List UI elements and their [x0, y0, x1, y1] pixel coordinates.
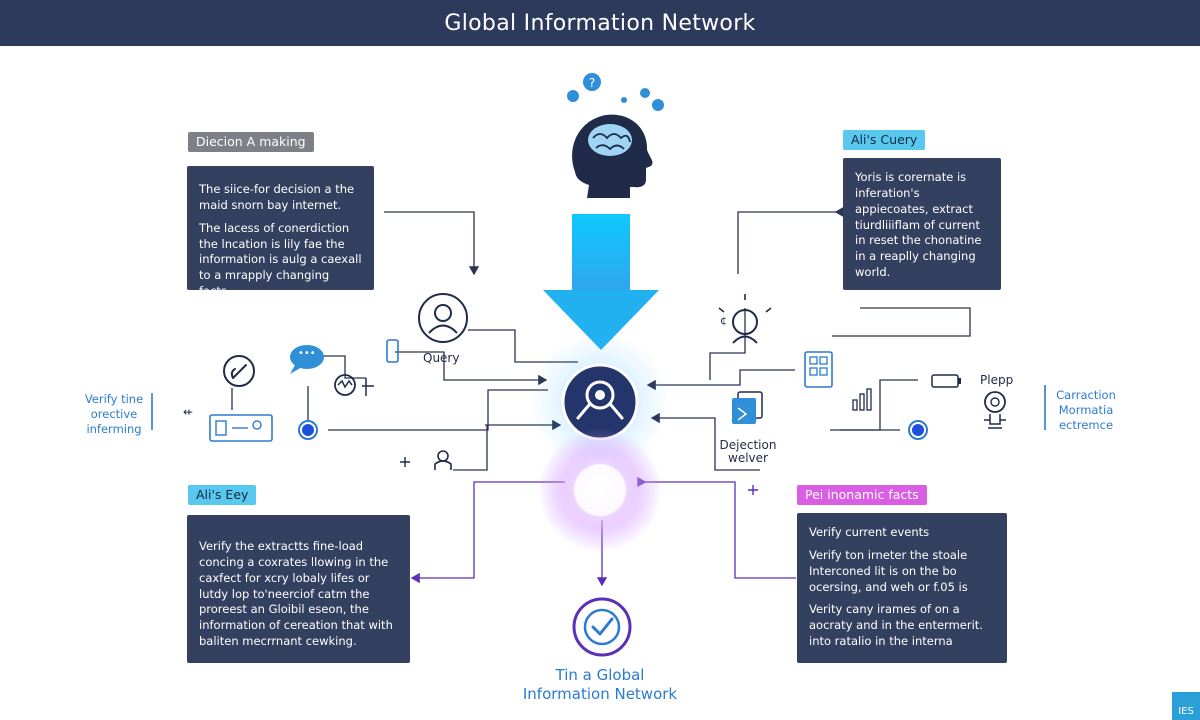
arrow-glyph: ⇷: [183, 405, 193, 419]
tag-ai-key: Ali's Eey: [188, 485, 257, 505]
connector-facts: [637, 476, 796, 579]
connector-chat: [310, 355, 366, 379]
server-icon: [804, 351, 833, 388]
bottom-title: Tin a Global Information Network: [480, 666, 720, 704]
panel-decision-text-2: The lacess of conerdiction the lncation …: [199, 220, 362, 299]
panel-query-text-1: Yoris is corernate is inferation's appie…: [855, 170, 982, 280]
chat-dots-text: •••: [298, 348, 316, 359]
svg-text:¢: ¢: [720, 314, 727, 327]
lightbulb-icon: [984, 391, 1006, 429]
bottom-title-line-1: Tin a Global: [555, 666, 645, 684]
label-query: Query: [423, 351, 460, 365]
connector-query: [737, 206, 844, 274]
connector-decision: [384, 211, 480, 276]
connector-query-label: [395, 351, 548, 386]
bar-chart-icon: [852, 388, 872, 411]
phone-circle-icon[interactable]: [223, 355, 255, 387]
tag-decision-making: Diecion A making: [188, 132, 314, 152]
svg-text:?: ?: [589, 76, 595, 90]
tag-dynamic-facts: Pei inonamic facts: [797, 485, 927, 505]
label-detection: Dejection welver: [708, 438, 788, 466]
id-card-icon: [209, 414, 273, 442]
label-verify-line-1: Verify tine: [84, 392, 144, 406]
label-verify-line-2: orective: [90, 406, 138, 421]
panel-ai-key: Verify the extractts fine-load concing a…: [187, 515, 410, 663]
label-correction-line-1: Carraction: [1056, 388, 1116, 402]
panel-decision-text-1: The siice-for decision a the maid snorn …: [199, 182, 355, 212]
connector-right-top: [646, 369, 795, 391]
panel-facts-text-2: Verify ton irneter the stoale Interconed…: [809, 547, 968, 594]
bottom-title-line-2: Information Network: [522, 684, 678, 703]
label-verify-left: Verify tine orective inferming: [76, 392, 152, 437]
panel-key-text-1: Verify the extractts fine-load concing a…: [199, 539, 393, 649]
label-verify-line-3: inferming: [86, 421, 142, 436]
label-detection-line-1: Dejection: [719, 438, 777, 452]
chat-dots-icon[interactable]: [290, 345, 324, 374]
lightbulb-user-icon: ¢: [718, 294, 772, 344]
user-circle-icon[interactable]: [418, 293, 468, 343]
mobile-icon: [386, 339, 399, 363]
node-dot-right: [908, 420, 928, 440]
label-correction-line-3: ectremce: [1058, 417, 1114, 432]
label-correction-line-2: Mormatia: [1058, 402, 1114, 417]
battery-icon: [931, 374, 961, 388]
connector-left-dot: [328, 389, 548, 431]
label-plepp: Plepp: [980, 373, 1014, 387]
brain-head-icon: [572, 114, 653, 198]
connector-lines: [231, 206, 971, 471]
panel-ai-query: Yoris is corernate is inferation's appie…: [843, 158, 1001, 290]
label-detection-line-2: welver: [728, 451, 768, 466]
gear-icon: [334, 374, 374, 396]
panel-decision-making: The siice-for decision a the maid snorn …: [187, 166, 374, 298]
check-badge-icon[interactable]: [572, 597, 632, 657]
question-bubble-icon: ?: [567, 73, 664, 111]
page-title: Global Information Network: [0, 0, 1200, 46]
document-stack-icon: [732, 391, 763, 424]
panel-facts-text-1: Verify current events: [809, 525, 930, 539]
panel-dynamic-facts: Verify current events Verify ton irneter…: [797, 513, 1007, 663]
person-plus-icon: [400, 450, 452, 470]
connector-person: [453, 425, 488, 471]
node-dot-left: [298, 420, 318, 440]
connector-battery: [830, 379, 918, 431]
label-correction: Carraction Mormatia ectremce: [1048, 388, 1124, 433]
panel-facts-text-3: Verity cany irames of on a aocraty and i…: [809, 602, 983, 649]
glow-orb-core: [574, 464, 626, 516]
corner-badge: IES: [1172, 692, 1200, 720]
connector-right-mid: [650, 412, 760, 471]
plus-icon: [748, 485, 758, 495]
connector-right-frame: [832, 307, 971, 337]
search-hub-icon[interactable]: [561, 363, 639, 441]
connector-ai-key: [410, 481, 565, 584]
down-arrow-icon: [543, 214, 659, 350]
tag-ai-query: Ali's Cuery: [843, 130, 926, 150]
connector-bulb-user: [709, 308, 746, 380]
